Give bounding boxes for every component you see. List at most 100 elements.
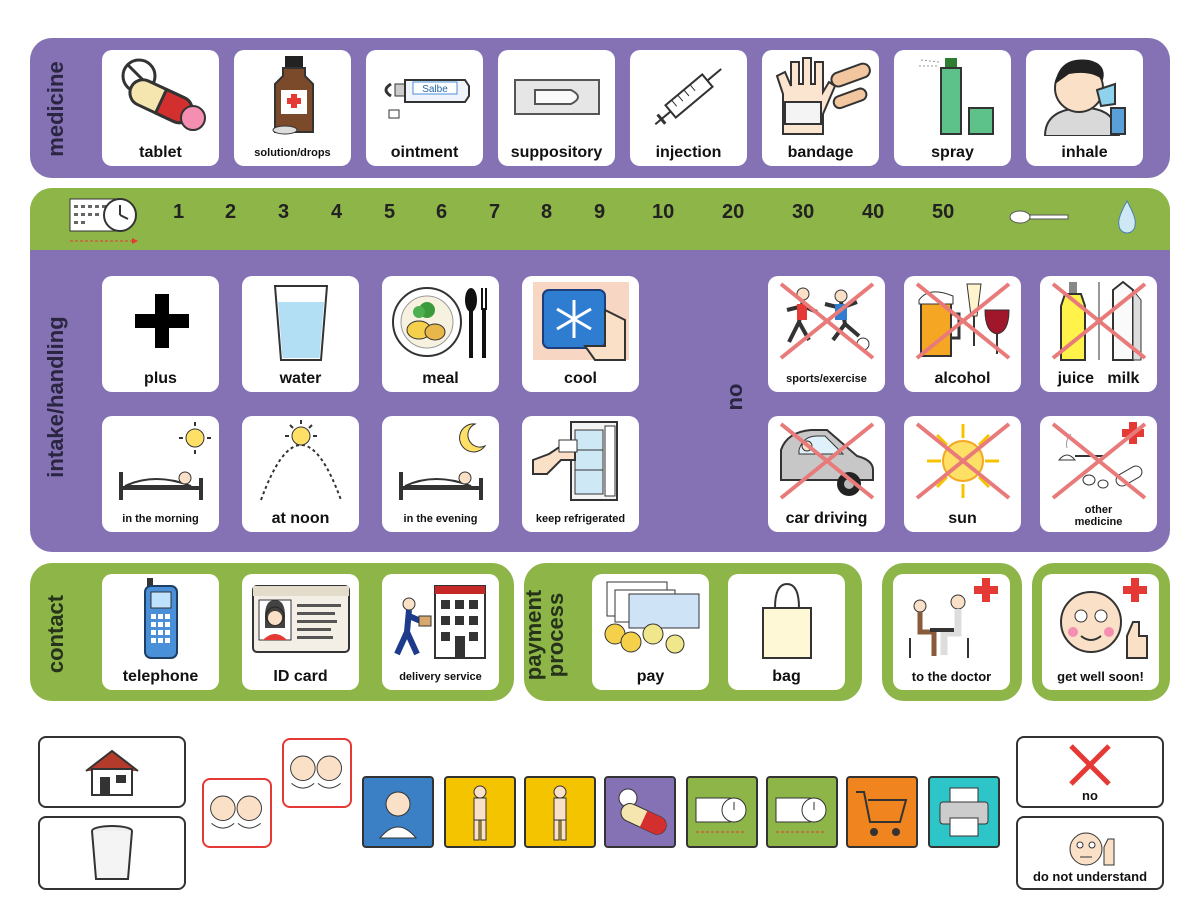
- card-plus[interactable]: plus: [102, 276, 219, 392]
- spoon-icon[interactable]: [1008, 207, 1070, 227]
- card-injection[interactable]: injection: [630, 50, 747, 166]
- dosage-number[interactable]: 9: [594, 201, 606, 223]
- tile-cart-orange[interactable]: [846, 776, 918, 848]
- card-suppository[interactable]: suppository: [498, 50, 615, 166]
- suppository-icon: [507, 54, 607, 136]
- dosage-number[interactable]: 4: [331, 201, 343, 223]
- tile-person-yellow-b[interactable]: [524, 776, 596, 848]
- dosage-number[interactable]: 40: [862, 201, 885, 223]
- card-label: in the morning: [122, 513, 199, 525]
- card-ointment[interactable]: Salbe ointment: [366, 50, 483, 166]
- card-no-alcohol[interactable]: alcohol: [904, 276, 1021, 392]
- no-sports-icon: [777, 280, 877, 362]
- card-pay[interactable]: pay: [592, 574, 709, 690]
- not-understand-button[interactable]: do not understand: [1016, 816, 1164, 890]
- card-to-the-doctor[interactable]: to the doctor: [893, 574, 1010, 690]
- card-label: car driving: [785, 510, 868, 527]
- card-bag[interactable]: bag: [728, 574, 845, 690]
- tile-medicine-purple[interactable]: [604, 776, 676, 848]
- card-solution-drops[interactable]: solution/drops: [234, 50, 351, 166]
- dosage-number[interactable]: 20: [722, 201, 745, 223]
- card-no-car-driving[interactable]: car driving: [768, 416, 885, 532]
- no-button[interactable]: no: [1016, 736, 1164, 808]
- group-icon: [378, 791, 418, 839]
- dosage-number[interactable]: 30: [792, 201, 815, 223]
- tile-people-blue[interactable]: [362, 776, 434, 848]
- card-in-the-morning[interactable]: in the morning: [102, 416, 219, 532]
- meal-plate-icon: [391, 280, 491, 362]
- dosage-number[interactable]: 5: [384, 201, 396, 223]
- evening-bed-moon-icon: [391, 420, 491, 502]
- card-id-card[interactable]: ID card: [242, 574, 359, 690]
- trash-button[interactable]: [38, 816, 186, 890]
- card-spray[interactable]: spray: [894, 50, 1011, 166]
- tablet-icon: [111, 54, 211, 136]
- dosage-number[interactable]: 2: [225, 201, 237, 223]
- card-label: pay: [636, 668, 665, 685]
- card-at-noon[interactable]: at noon: [242, 416, 359, 532]
- dosage-number[interactable]: 7: [489, 201, 501, 223]
- card-get-well-soon[interactable]: get well soon!: [1042, 574, 1159, 690]
- dosage-number[interactable]: 6: [436, 201, 448, 223]
- no-label: no: [1082, 787, 1098, 803]
- card-keep-refrigerated[interactable]: keep refrigerated: [522, 416, 639, 532]
- card-no-other-medicine[interactable]: other medicine: [1040, 416, 1157, 532]
- dosage-number[interactable]: 1: [173, 201, 185, 223]
- card-tablet[interactable]: tablet: [102, 50, 219, 166]
- dosage-strip: [30, 188, 1170, 252]
- card-label: solution/drops: [254, 147, 331, 159]
- card-delivery-service[interactable]: delivery service: [382, 574, 499, 690]
- card-label: suppository: [510, 144, 603, 161]
- two-persons-button-b[interactable]: [282, 738, 352, 808]
- card-bandage[interactable]: bandage: [762, 50, 879, 166]
- noon-sun-arc-icon: [251, 420, 351, 502]
- doctor-visit-icon: [902, 578, 1002, 660]
- dosage-number[interactable]: 10: [652, 201, 675, 223]
- card-water[interactable]: water: [242, 276, 359, 392]
- card-telephone[interactable]: telephone: [102, 574, 219, 690]
- no-cross-icon: [1069, 743, 1111, 786]
- dosage-number[interactable]: 3: [278, 201, 290, 223]
- card-no-juice-milk[interactable]: juice milk: [1040, 276, 1157, 392]
- card-meal[interactable]: meal: [382, 276, 499, 392]
- svg-text:Salbe: Salbe: [422, 84, 448, 95]
- tile-print-cyan[interactable]: [928, 776, 1000, 848]
- money-icon: [601, 578, 701, 660]
- home-button[interactable]: [38, 736, 186, 808]
- card-label: meal: [422, 370, 459, 387]
- card-label: plus: [144, 370, 177, 387]
- id-card-icon: [251, 578, 351, 660]
- card-no-sun[interactable]: sun: [904, 416, 1021, 532]
- dosage-number[interactable]: 8: [541, 201, 553, 223]
- two-persons-button-a[interactable]: [202, 778, 272, 848]
- card-label: spray: [931, 144, 974, 161]
- drop-icon[interactable]: [1116, 199, 1138, 235]
- dosage-number[interactable]: 50: [932, 201, 955, 223]
- card-no-sports-exercise[interactable]: sports/exercise: [768, 276, 885, 392]
- cool-pack-icon: [531, 280, 631, 362]
- contact-section-label: contact: [43, 594, 68, 674]
- intake-section-label: intake/handling: [43, 316, 68, 478]
- cup-icon: [91, 825, 133, 880]
- payment-section-text: payment process: [521, 589, 568, 681]
- fridge-icon: [531, 420, 631, 502]
- bandage-icon: [771, 54, 871, 136]
- tile-calendar-green-a[interactable]: [686, 776, 758, 848]
- card-cool[interactable]: cool: [522, 276, 639, 392]
- house-icon: [85, 749, 139, 796]
- card-label: to the doctor: [911, 669, 992, 684]
- delivery-icon: [391, 578, 491, 660]
- telephone-icon: [111, 578, 211, 660]
- card-label: delivery service: [399, 671, 482, 683]
- shopping-cart-icon: [856, 791, 908, 836]
- card-label: water: [279, 370, 322, 387]
- two-faces-icon: [290, 755, 342, 789]
- card-inhale[interactable]: inhale: [1026, 50, 1143, 166]
- tile-person-yellow-a[interactable]: [444, 776, 516, 848]
- confused-face-icon: [1069, 832, 1115, 866]
- card-in-the-evening[interactable]: in the evening: [382, 416, 499, 532]
- person-icon: [473, 785, 487, 841]
- calendar-clock-icon: [775, 797, 827, 833]
- tile-calendar-green-b[interactable]: [766, 776, 838, 848]
- person-icon: [553, 785, 567, 841]
